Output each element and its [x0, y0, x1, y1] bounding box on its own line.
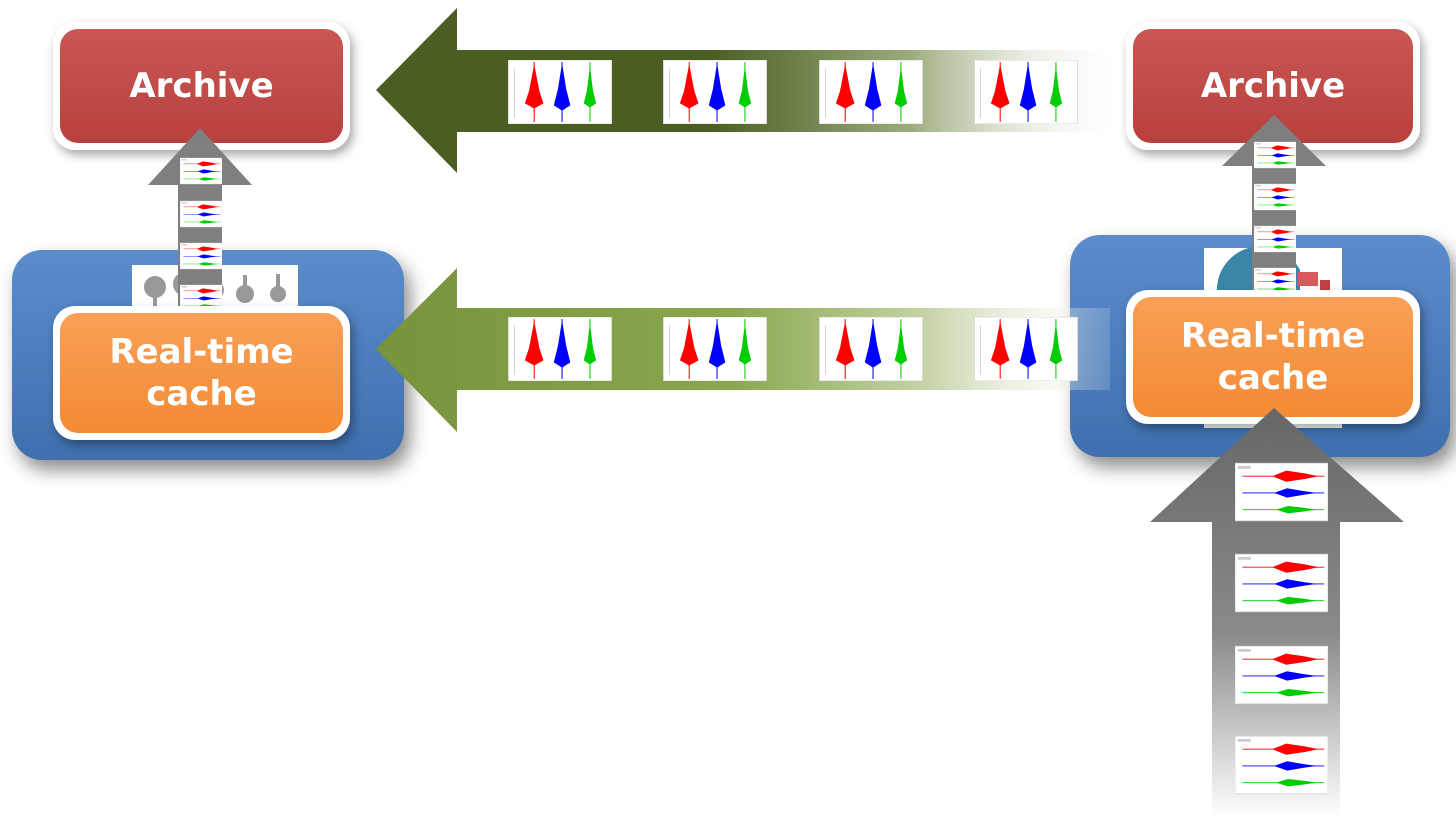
incoming-data-arrow [1150, 408, 1404, 818]
